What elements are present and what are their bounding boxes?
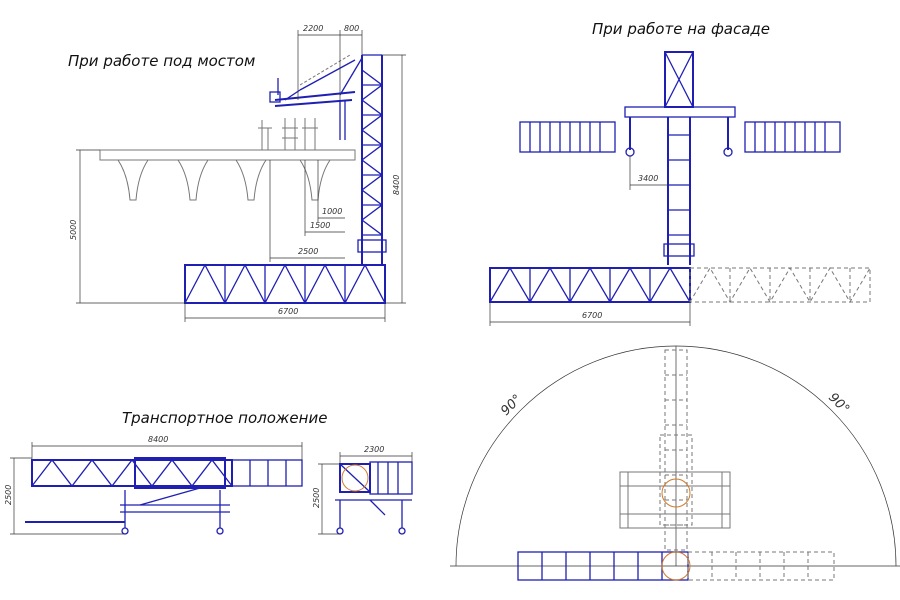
transport-chassis [25,487,230,535]
view-facade: При работе на фасаде [489,20,871,326]
dim-2500c: 2500 [312,488,321,508]
view-under-bridge: При работе под мостом [68,24,406,322]
facade-base-truss [489,266,691,304]
bridge-railings [258,118,318,150]
dim-2500: 2500 [298,247,318,256]
view-rotation-plan: 90° 90° [450,345,900,581]
view-transport: Транспортное положение 8400 2500 [4,409,413,535]
bridge-deck [99,149,356,201]
title-transport: Транспортное положение [122,409,327,427]
dim-8400: 8400 [392,175,401,195]
dim-2500b: 2500 [4,485,13,505]
transport-boom [31,457,303,489]
title-under-bridge: При работе под мостом [68,52,255,70]
dimensions-under-bridge: 2200 800 8400 5000 1000 1500 2500 6 [69,24,406,322]
plan-middle-frame [619,471,731,529]
dim-1000: 1000 [322,207,342,216]
plan-solid-truss [517,551,691,581]
vertical-mast [357,54,387,265]
dim-2200: 2200 [303,24,323,33]
mast-head-bracing [664,51,694,108]
boom-arm [269,54,363,140]
dim-8400b: 8400 [148,435,168,444]
angle-right: 90° [825,390,852,417]
facade-base-truss-dashed [689,267,871,303]
facade-railing-left [519,121,616,153]
angle-left: 90° [498,392,525,419]
facade-mast [663,117,695,265]
dim-5000: 5000 [69,220,78,240]
plan-dashed-truss [687,551,835,581]
facade-railing-right [744,121,841,153]
facade-crossbar [624,106,736,157]
dim-6700: 6700 [278,307,298,316]
dim-800: 800 [344,24,359,33]
slewing-ring-bottom [661,551,691,581]
title-facade: При работе на фасаде [592,20,770,38]
dim-1500: 1500 [310,221,330,230]
base-truss [184,263,386,305]
dim-3400: 3400 [638,174,658,183]
plan-dashed-column [659,349,693,551]
slewing-ring-top [661,478,691,508]
transport-end-view [335,461,413,535]
dim-6700b: 6700 [582,311,602,320]
dim-2300: 2300 [364,445,384,454]
